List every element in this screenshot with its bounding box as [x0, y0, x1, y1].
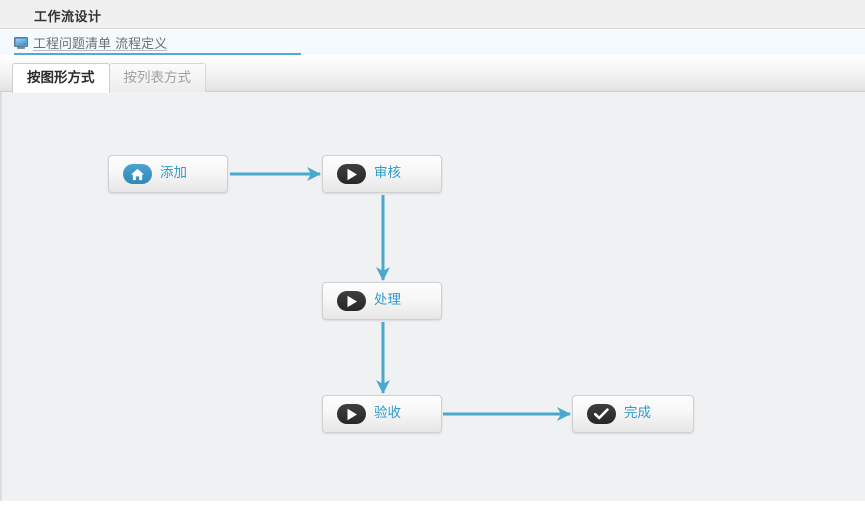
- breadcrumb-bar: 工程问题清单 流程定义: [0, 30, 865, 55]
- tab-graphical-label: 按图形方式: [27, 70, 95, 86]
- breadcrumb-label[interactable]: 工程问题清单 流程定义: [33, 37, 168, 52]
- tab-graphical[interactable]: 按图形方式: [12, 63, 110, 93]
- home-icon: [123, 164, 152, 184]
- play-icon: [337, 164, 366, 184]
- breadcrumb[interactable]: 工程问题清单 流程定义: [14, 33, 167, 52]
- flow-node-review-label: 审核: [374, 165, 401, 182]
- play-icon: [337, 404, 366, 424]
- flow-node-add[interactable]: 添加: [108, 155, 228, 193]
- monitor-icon: [14, 36, 28, 49]
- diagram-canvas[interactable]: 添加 审核 处理: [0, 92, 865, 501]
- page-title: 工作流设计: [34, 10, 102, 25]
- flow-node-finish[interactable]: 完成: [572, 395, 694, 433]
- flow-node-accept[interactable]: 验收: [322, 395, 442, 433]
- flow-node-finish-label: 完成: [624, 405, 651, 422]
- breadcrumb-rule: [14, 53, 301, 55]
- flow-node-process-label: 处理: [374, 292, 401, 309]
- play-icon: [337, 291, 366, 311]
- window-titlebar: 工作流设计: [0, 0, 865, 29]
- tab-strip: 按图形方式 按列表方式: [0, 55, 865, 93]
- flow-node-accept-label: 验收: [374, 405, 401, 422]
- tab-list-label: 按列表方式: [123, 70, 192, 86]
- flow-node-review[interactable]: 审核: [322, 155, 442, 193]
- check-icon: [587, 404, 616, 424]
- flow-node-process[interactable]: 处理: [322, 282, 442, 320]
- flow-node-add-label: 添加: [160, 165, 187, 182]
- tab-list[interactable]: 按列表方式: [108, 63, 206, 92]
